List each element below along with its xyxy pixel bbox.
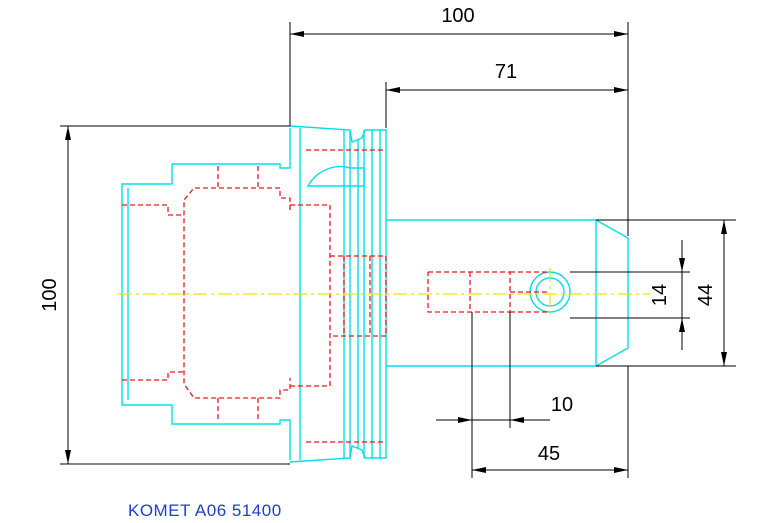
hidden-lines [122, 149, 550, 443]
flange-recess [330, 255, 387, 337]
dim-label-shank-diameter: 44 [695, 284, 717, 306]
bore-top-left [122, 204, 184, 216]
groove [306, 165, 365, 187]
arrow [458, 417, 472, 423]
arrow [721, 352, 727, 366]
dim-label-bore-diameter: 14 [649, 284, 671, 306]
arrow [386, 87, 400, 93]
arrow [65, 450, 71, 464]
arrow [472, 467, 486, 473]
dim-label-flange-diameter: 100 [39, 278, 61, 311]
arrow [290, 31, 304, 37]
drawing-caption: KOMET A06 51400 [128, 501, 282, 520]
arrow [679, 258, 685, 272]
arrow [679, 318, 685, 332]
bore-bottom-left [122, 371, 184, 381]
arrow [510, 417, 524, 423]
arrow [614, 31, 628, 37]
dim-label-shank-length: 71 [495, 61, 517, 83]
threaded-bore [427, 271, 511, 313]
bore-step [290, 204, 331, 387]
dim-label-hole-depth: 45 [538, 443, 560, 465]
dimensions [60, 22, 736, 478]
bore-outline [183, 187, 291, 399]
arrow [721, 220, 727, 234]
arrow [614, 467, 628, 473]
arrow [65, 126, 71, 140]
dim-label-overall-length: 100 [441, 5, 474, 27]
arrow [614, 87, 628, 93]
shank-outline [386, 219, 629, 367]
dim-label-hole-offset: 10 [551, 394, 573, 416]
